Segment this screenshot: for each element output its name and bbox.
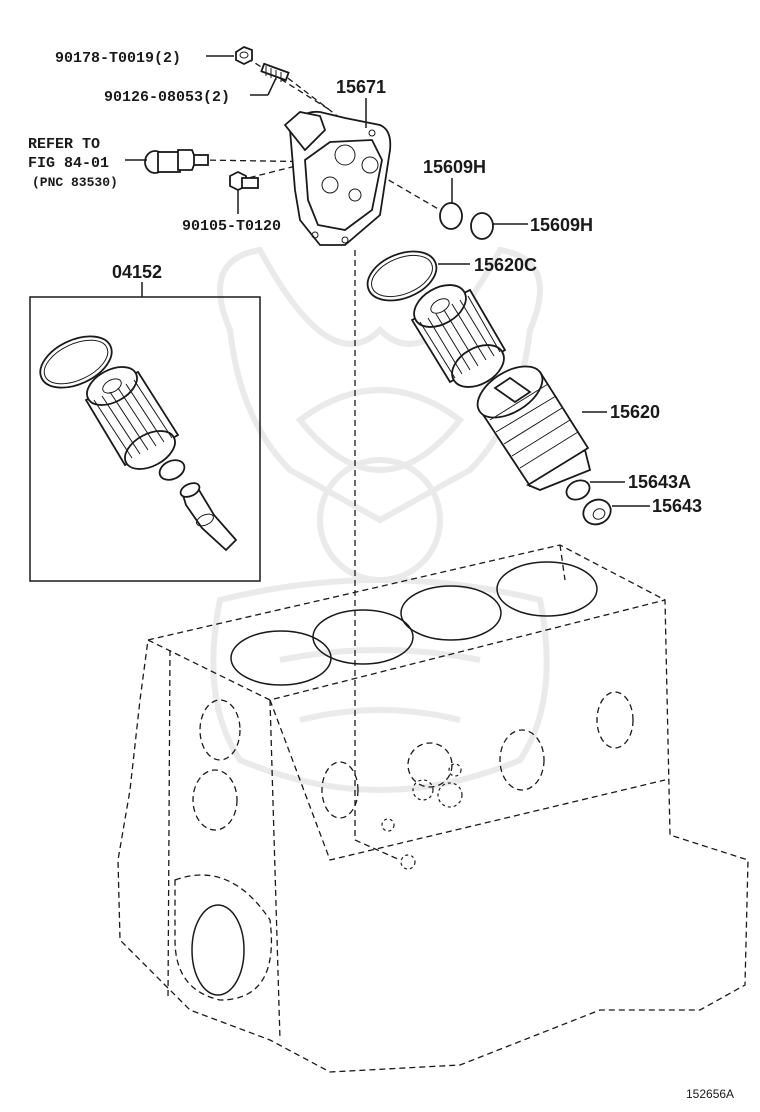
bolt-90105[interactable] xyxy=(229,170,259,192)
label-refer-line1: REFER TO xyxy=(28,136,100,153)
label-refer-line3: (PNC 83530) xyxy=(32,175,118,190)
label-refer-line2[interactable]: FIG 84-01 xyxy=(28,155,109,172)
label-90105[interactable]: 90105-T0120 xyxy=(182,218,281,235)
part-labels: 90178-T0019(2) 90126-08053(2) REFER TO F… xyxy=(28,50,734,1101)
assembly-reference-lines xyxy=(199,57,441,861)
leader-lines xyxy=(125,55,650,507)
watermark-emblem xyxy=(210,246,550,793)
label-15609h-a[interactable]: 15609H xyxy=(423,157,486,177)
oil-filter-element[interactable] xyxy=(407,276,511,395)
label-15620[interactable]: 15620 xyxy=(610,402,660,422)
drain-plug-15643[interactable] xyxy=(579,495,615,529)
label-04152[interactable]: 04152 xyxy=(112,262,162,282)
oil-filter-bracket-15671[interactable] xyxy=(283,110,392,246)
label-15671[interactable]: 15671 xyxy=(336,77,386,97)
label-90126[interactable]: 90126-08053(2) xyxy=(104,89,230,106)
o-ring-15620c[interactable] xyxy=(360,242,443,310)
label-15609h-b[interactable]: 15609H xyxy=(530,215,593,235)
kit-04152-box[interactable] xyxy=(29,296,261,582)
label-15620c[interactable]: 15620C xyxy=(474,255,537,275)
o-ring-15609h-b[interactable] xyxy=(470,212,494,240)
label-90178[interactable]: 90178-T0019(2) xyxy=(55,50,181,67)
gasket-15643a[interactable] xyxy=(563,477,592,503)
o-ring-15609h-a[interactable] xyxy=(439,202,463,230)
oil-pressure-sensor[interactable] xyxy=(144,149,209,174)
label-15643[interactable]: 15643 xyxy=(652,496,702,516)
figure-code: 152656A xyxy=(686,1087,734,1101)
engine-block xyxy=(117,544,749,1073)
nut-90178[interactable] xyxy=(235,46,253,66)
label-15643a[interactable]: 15643A xyxy=(628,472,691,492)
stud-90126[interactable] xyxy=(260,62,290,82)
oil-filter-cap-15620[interactable] xyxy=(469,356,592,491)
